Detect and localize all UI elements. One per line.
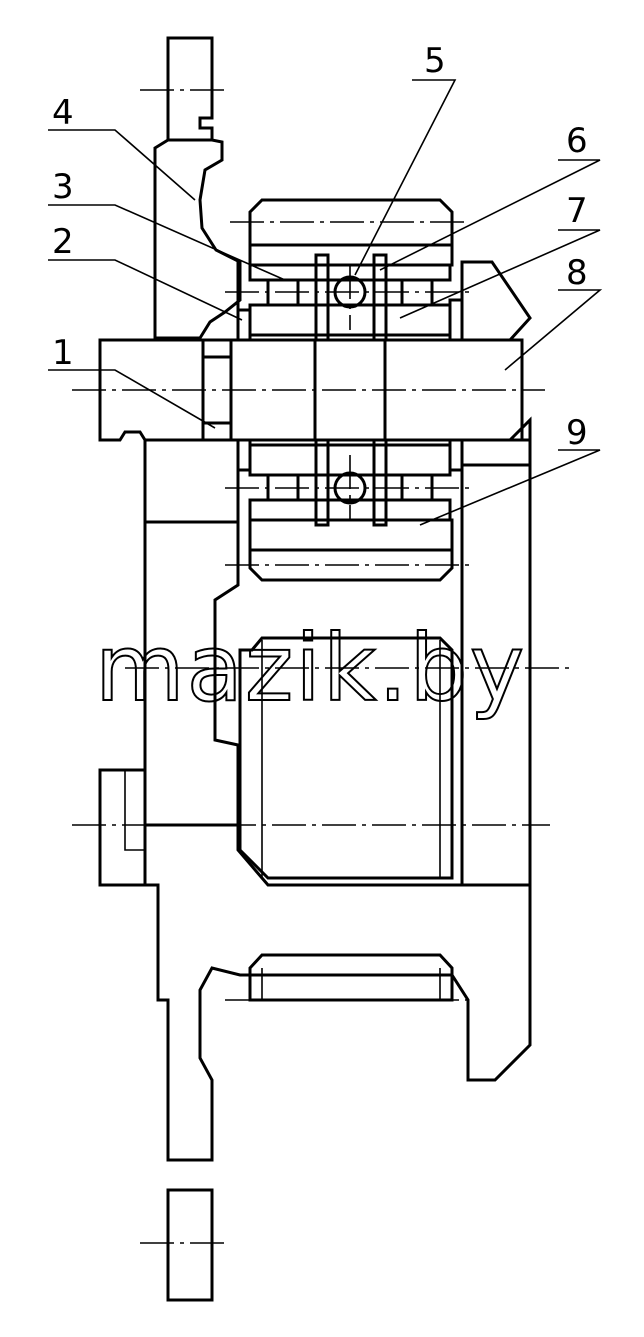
callout-9: 9 bbox=[566, 413, 588, 453]
callout-3: 3 bbox=[52, 167, 74, 207]
callout-4: 4 bbox=[52, 93, 74, 133]
callout-5: 5 bbox=[424, 41, 446, 81]
leader-lines bbox=[48, 79, 603, 526]
callout-8: 8 bbox=[566, 253, 588, 293]
callout-2: 2 bbox=[52, 222, 74, 262]
callout-6: 6 bbox=[566, 121, 588, 161]
callout-labels: 4 3 2 1 5 6 7 8 9 bbox=[52, 41, 588, 453]
housing-part-4 bbox=[98, 36, 532, 1302]
callout-1: 1 bbox=[52, 333, 74, 373]
watermark-text: mazik.by bbox=[95, 615, 526, 722]
callout-7: 7 bbox=[566, 191, 588, 231]
